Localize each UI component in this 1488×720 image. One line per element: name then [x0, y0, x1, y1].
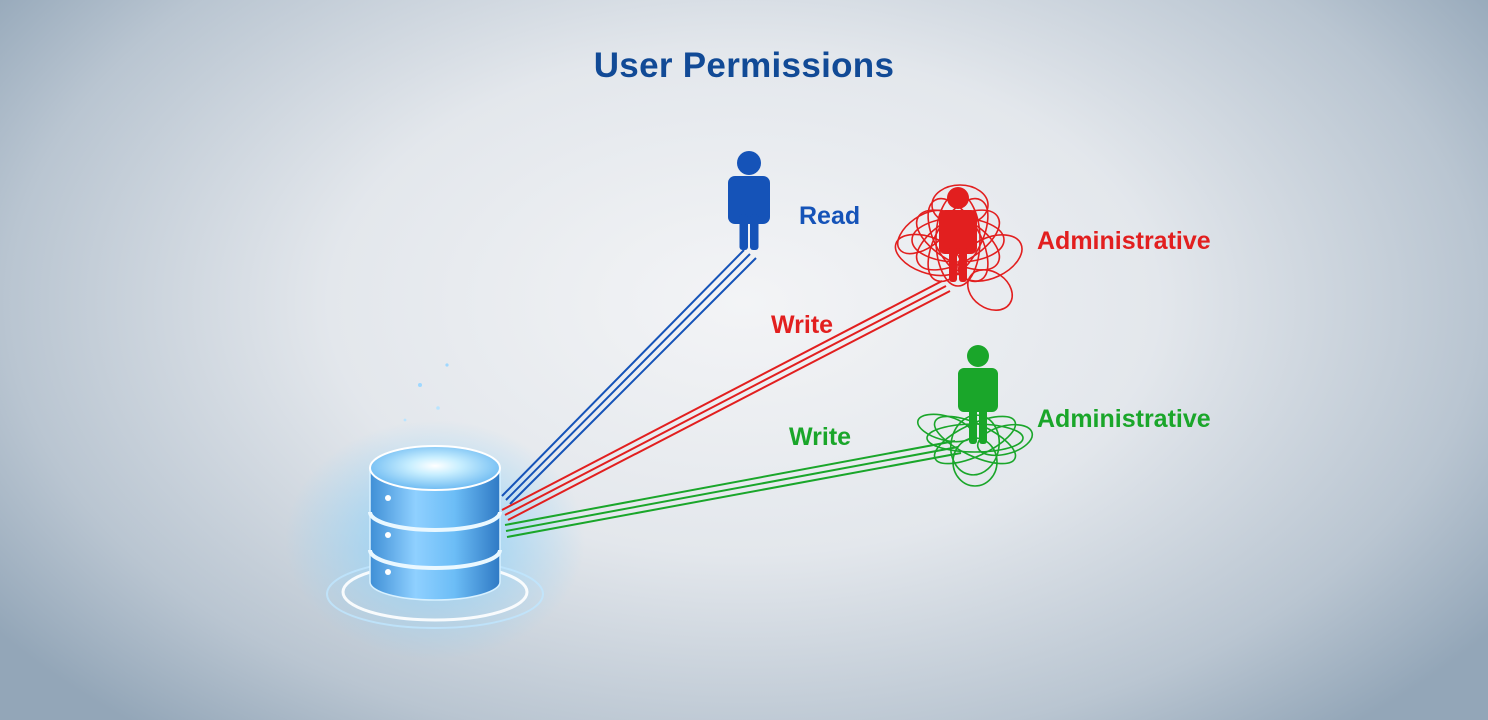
database-light — [385, 532, 391, 538]
database-band-2 — [368, 549, 502, 570]
admin-connection-label: Write — [789, 423, 852, 451]
admin-user-label: Administrative — [1037, 405, 1211, 433]
database-sparkle — [403, 418, 407, 422]
database-top — [369, 445, 501, 491]
read-connection — [501, 249, 757, 505]
admin-connection — [504, 440, 962, 538]
database-band-1 — [368, 511, 502, 532]
user-icon — [939, 187, 977, 282]
write-user-label: Administrative — [1037, 227, 1211, 255]
page-title: User Permissions — [593, 46, 895, 85]
database-light — [385, 569, 391, 575]
user-icon — [728, 151, 770, 250]
write-connection — [501, 280, 951, 521]
database-sparkle — [436, 406, 440, 410]
write-connection-label: Write — [771, 311, 834, 339]
database-icon — [285, 363, 585, 660]
database-sparkle — [418, 383, 422, 387]
read-label: Read — [799, 202, 861, 230]
database-sparkle — [445, 363, 449, 367]
database-light — [385, 495, 391, 501]
user-icon — [958, 345, 998, 444]
